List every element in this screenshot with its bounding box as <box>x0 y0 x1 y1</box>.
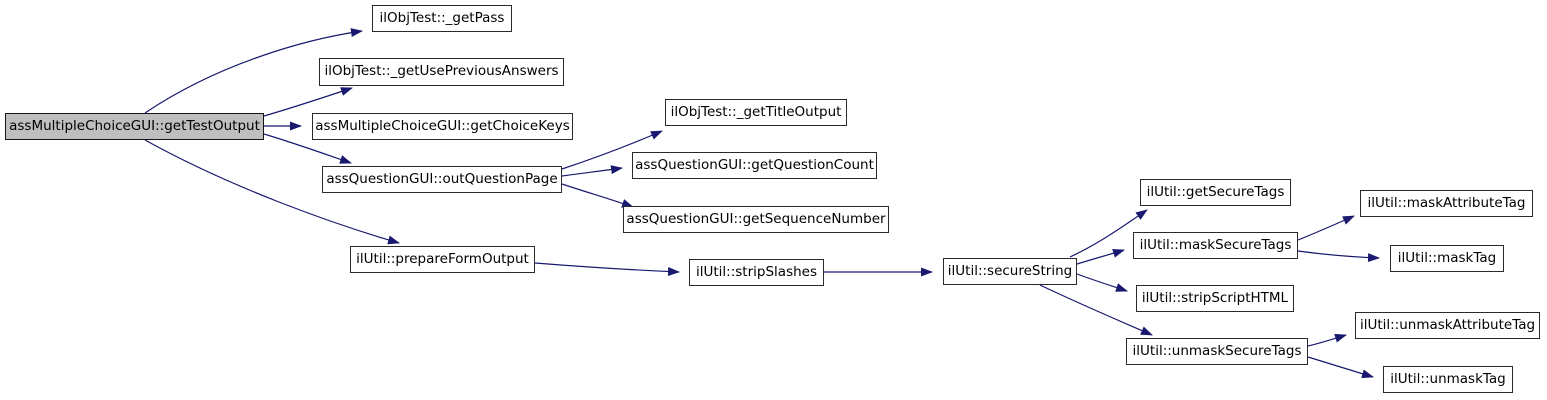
node-masktag[interactable]: ilUtil::maskTag <box>1390 245 1504 272</box>
edge-securestring-to-unmasksecuretags <box>1039 284 1153 336</box>
node-stripscripthtml[interactable]: ilUtil::stripScriptHTML <box>1136 285 1294 312</box>
node-getpass[interactable]: ilObjTest::_getPass <box>372 5 512 32</box>
node-getsecuretags[interactable]: ilUtil::getSecureTags <box>1140 179 1291 206</box>
edge-gettestoutput-to-prepareformoutput <box>144 139 400 245</box>
edge-outquestionpage-to-getquestioncount <box>561 165 623 177</box>
node-securestring[interactable]: ilUtil::secureString <box>943 258 1077 285</box>
edge-securestring-to-masksecuretags <box>1076 248 1125 265</box>
node-unmasktag[interactable]: ilUtil::unmaskTag <box>1383 366 1513 393</box>
node-getsequencenumber[interactable]: assQuestionGUI::getSequenceNumber <box>623 206 889 233</box>
node-gettestoutput: assMultipleChoiceGUI::getTestOutput <box>5 113 264 140</box>
node-gettitleoutput[interactable]: ilObjTest::_getTitleOutput <box>665 99 847 126</box>
node-maskattributetag[interactable]: ilUtil::maskAttributeTag <box>1360 190 1533 217</box>
node-stripslashes[interactable]: ilUtil::stripSlashes <box>689 259 824 286</box>
edge-gettestoutput-to-outquestionpage <box>263 133 352 164</box>
node-getusepreviousanswers[interactable]: ilObjTest::_getUsePreviousAnswers <box>319 58 564 86</box>
edge-prepareformoutput-to-stripslashes <box>534 262 680 277</box>
edge-outquestionpage-to-getsequencenumber <box>561 183 634 208</box>
node-prepareformoutput[interactable]: ilUtil::prepareFormOutput <box>350 246 535 273</box>
node-getchoicekeys[interactable]: assMultipleChoiceGUI::getChoiceKeys <box>312 113 573 140</box>
edge-unmasksecuretags-to-unmasktag <box>1307 356 1374 379</box>
edge-unmasksecuretags-to-unmaskattributetag <box>1307 333 1347 347</box>
edge-masksecuretags-to-maskattributetag <box>1297 215 1355 241</box>
node-outquestionpage[interactable]: assQuestionGUI::outQuestionPage <box>322 166 562 193</box>
node-getquestioncount[interactable]: assQuestionGUI::getQuestionCount <box>632 152 877 179</box>
node-unmaskattributetag[interactable]: ilUtil::unmaskAttributeTag <box>1355 312 1540 339</box>
edge-securestring-to-stripscripthtml <box>1076 273 1128 292</box>
edge-masksecuretags-to-masktag <box>1297 250 1380 263</box>
edge-gettestoutput-to-getusepreviousanswers <box>263 87 353 117</box>
node-masksecuretags[interactable]: ilUtil::maskSecureTags <box>1133 232 1298 259</box>
node-unmasksecuretags[interactable]: ilUtil::unmaskSecureTags <box>1126 338 1308 365</box>
edge-gettestoutput-to-getpass <box>144 28 363 114</box>
edge-outquestionpage-to-gettitleoutput <box>561 130 663 170</box>
edge-securestring-to-getsecuretags <box>1069 209 1148 258</box>
